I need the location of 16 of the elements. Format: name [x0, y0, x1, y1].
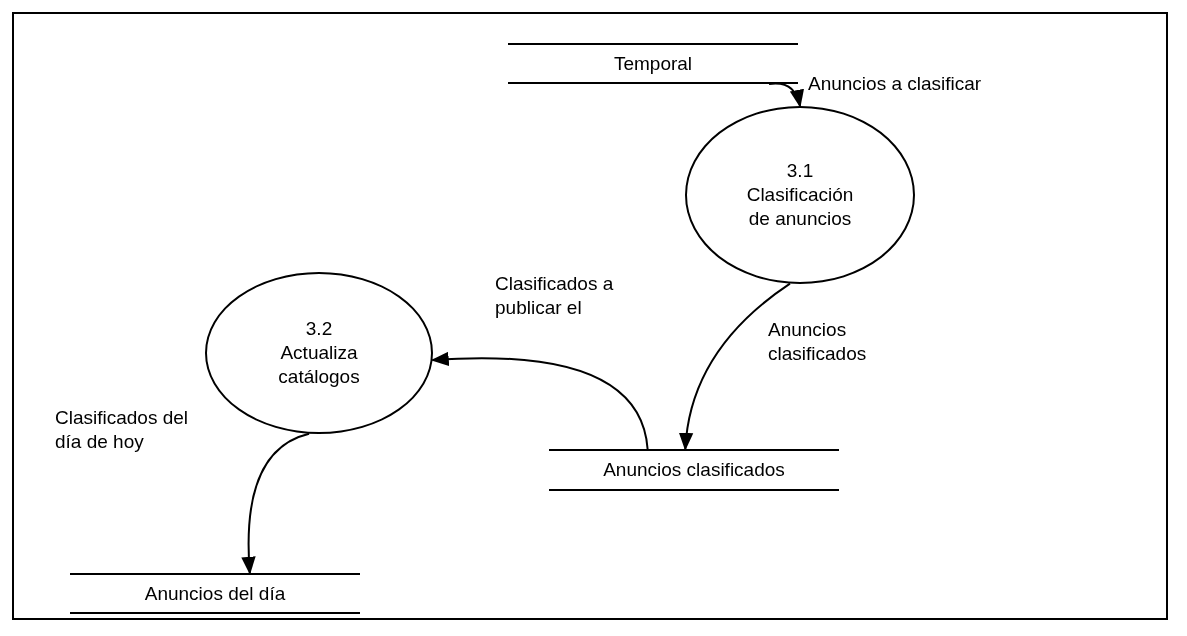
process-circle: [685, 106, 915, 284]
process-number: 3.1: [786, 159, 814, 183]
process-circle: [205, 272, 433, 434]
data-store: [508, 43, 798, 84]
store-label: Anuncios clasificados: [603, 458, 785, 482]
arrow: [430, 352, 649, 450]
process-number: 3.2: [305, 317, 333, 341]
process-label: Actualiza catálogos: [277, 341, 361, 389]
arrow: [679, 282, 791, 451]
store-label: Anuncios del día: [144, 581, 286, 606]
data-store: [70, 573, 360, 614]
arrow: [768, 82, 804, 108]
arrow: [241, 432, 311, 575]
data-store: [549, 449, 839, 491]
store-label: Temporal: [613, 51, 693, 76]
process-label: Clasificación de anuncios: [745, 183, 855, 231]
